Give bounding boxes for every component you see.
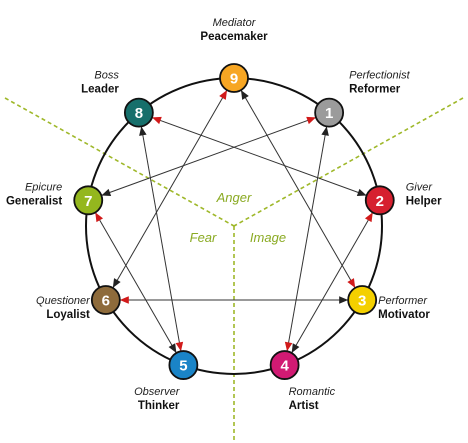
type-number-9: 9 <box>230 71 238 88</box>
type-title-3: Motivator <box>378 309 430 321</box>
label-layer: MediatorPeacemakerPerfectionistReformerG… <box>6 17 442 412</box>
type-number-8: 8 <box>135 105 143 122</box>
type-title-7: Generalist <box>6 195 62 207</box>
type-node-3: 3 <box>347 285 378 315</box>
zone-label-fear: Fear <box>190 230 217 245</box>
type-badge-3 <box>347 285 378 315</box>
type-badge-7 <box>73 185 104 216</box>
type-role-6: Questioner <box>36 295 91 307</box>
arrow-2-to-8 <box>151 116 367 196</box>
arrowhead <box>356 188 367 197</box>
type-title-8: Leader <box>81 84 119 96</box>
type-role-5: Observer <box>134 386 181 398</box>
type-badge-5 <box>168 350 199 380</box>
type-node-1: 1 <box>314 97 345 128</box>
type-node-8: 8 <box>123 97 154 128</box>
type-role-4: Romantic <box>289 386 336 398</box>
type-number-5: 5 <box>179 358 187 375</box>
type-role-2: Giver <box>406 181 434 193</box>
arrowhead <box>152 116 162 125</box>
arrowhead <box>101 188 112 197</box>
type-badge-8 <box>123 97 154 128</box>
arrow-6-to-9 <box>112 89 228 289</box>
type-role-3: Performer <box>378 295 428 307</box>
zone-label-image: Image <box>250 230 286 245</box>
type-node-5: 5 <box>168 350 199 380</box>
type-node-4: 4 <box>269 350 300 380</box>
type-title-1: Reformer <box>349 84 401 96</box>
type-title-2: Helper <box>406 195 442 207</box>
type-badge-6 <box>90 285 121 315</box>
arrowhead <box>339 296 349 304</box>
arrow-8-to-5 <box>140 126 182 352</box>
type-number-4: 4 <box>280 358 289 375</box>
type-title-4: Artist <box>289 400 319 412</box>
arrowhead <box>364 212 373 223</box>
type-role-7: Epicure <box>25 181 62 193</box>
type-badge-1 <box>314 97 345 128</box>
arrowhead <box>119 296 129 304</box>
type-role-8: Boss <box>94 70 119 82</box>
type-number-1: 1 <box>325 105 333 122</box>
type-badge-2 <box>364 185 395 216</box>
arrowhead <box>95 212 104 223</box>
type-title-5: Thinker <box>138 400 180 412</box>
arrowhead <box>291 343 300 353</box>
zone-label-anger: Anger <box>216 190 252 205</box>
arrowhead <box>168 343 177 353</box>
arrowhead <box>306 116 316 125</box>
arrow-layer <box>94 89 374 354</box>
arrow-5-to-7 <box>94 212 177 354</box>
type-number-3: 3 <box>358 293 366 310</box>
arrowhead <box>219 90 227 100</box>
arrowhead <box>321 126 329 136</box>
arrowhead <box>284 341 293 352</box>
arrowhead <box>241 90 249 100</box>
type-node-2: 2 <box>364 185 395 216</box>
divider-line-left <box>4 97 235 227</box>
divider-line-right <box>233 97 464 227</box>
type-badge-9 <box>219 63 249 93</box>
type-role-9: Mediator <box>213 17 257 29</box>
type-number-2: 2 <box>376 193 384 210</box>
arrow-9-to-3 <box>240 89 356 289</box>
type-node-6: 6 <box>90 285 121 315</box>
type-number-7: 7 <box>84 193 92 210</box>
arrow-4-to-2 <box>291 212 374 354</box>
arrowhead <box>139 126 147 136</box>
type-role-1: Perfectionist <box>349 70 410 82</box>
arrowhead <box>112 278 121 288</box>
type-node-9: 9 <box>219 63 249 93</box>
arrow-1-to-4 <box>286 126 328 352</box>
type-title-9: Peacemaker <box>200 31 268 43</box>
type-title-6: Loyalist <box>46 309 90 321</box>
arrow-7-to-1 <box>101 116 317 196</box>
node-layer: 9 1 2 3 4 5 6 7 8 <box>73 63 395 380</box>
type-number-6: 6 <box>102 293 110 310</box>
arrowhead <box>175 341 184 352</box>
type-badge-4 <box>269 350 300 380</box>
arrowhead <box>347 278 356 288</box>
type-node-7: 7 <box>73 185 104 216</box>
